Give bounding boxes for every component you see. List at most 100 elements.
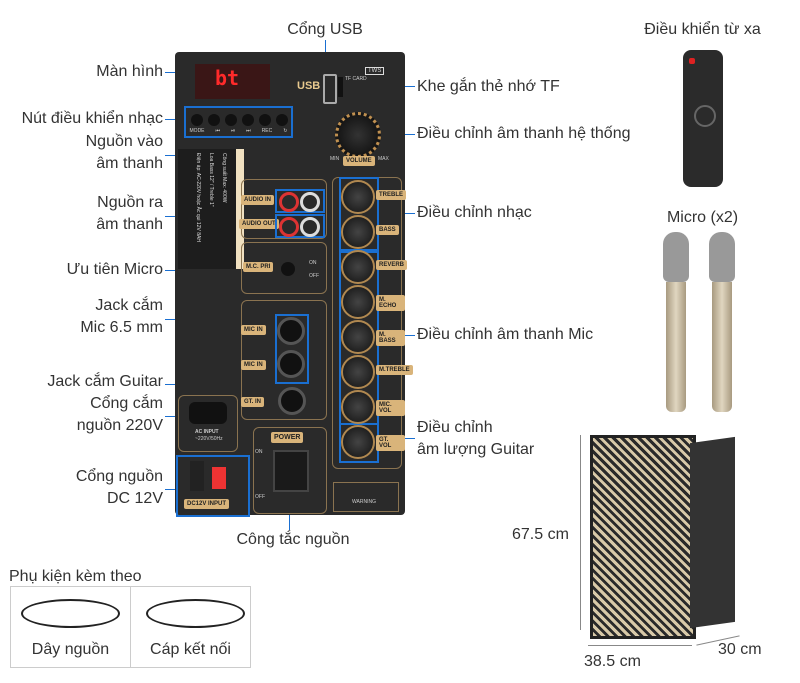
knob-label: BASS — [376, 225, 399, 235]
mic-in-label: MIC IN — [241, 360, 266, 370]
ac-socket[interactable] — [189, 402, 227, 424]
tf-card-slot[interactable] — [338, 77, 343, 97]
label-line: âm thanh — [96, 216, 163, 233]
rec-button[interactable] — [259, 114, 271, 126]
label-line: nguồn 220V — [76, 417, 163, 434]
label-line: Nguồn ra — [97, 194, 163, 211]
knob-reverb[interactable] — [341, 250, 375, 284]
audio-out-label: AUDIO OUT — [239, 219, 279, 229]
power-cord-image — [21, 599, 120, 628]
volume-knob[interactable] — [335, 112, 381, 158]
microphone-image — [660, 232, 692, 412]
button-labels: MODE⏮⏯⏭REC↻ — [184, 128, 293, 134]
remote-dpad — [694, 105, 716, 127]
audio-in-label: AUDIO IN — [241, 195, 274, 205]
mode-button[interactable] — [191, 114, 203, 126]
audio-out-white-jack[interactable] — [300, 217, 320, 237]
label-line: DC 12V — [106, 490, 163, 507]
button-label: ⏯ — [231, 128, 236, 134]
knob-label: M. BASS — [376, 330, 405, 346]
mic-in-label: MIC IN — [241, 325, 266, 335]
off-label: OFF — [255, 494, 265, 500]
mic-jack-2[interactable] — [277, 350, 305, 378]
power-switch[interactable] — [273, 450, 309, 492]
ac-input-label: AC INPUT — [195, 429, 219, 435]
dc-negative-terminal[interactable] — [190, 461, 204, 491]
dimension-line-height — [580, 435, 581, 630]
sticker-line: Điện áp: AC-220V hoặc Ắc qui 12V 8AH — [195, 153, 201, 242]
label-music-buttons: Nút điều khiển nhạc — [21, 110, 163, 127]
knob-mtreble[interactable] — [341, 355, 375, 389]
knob-mbass[interactable] — [341, 320, 375, 354]
dc-input-label: DC12V INPUT — [184, 499, 230, 509]
play-pause-button[interactable] — [225, 114, 237, 126]
label-line: Nguồn vào — [85, 133, 163, 150]
connection-cable-image — [146, 599, 245, 628]
speaker-image — [590, 435, 696, 639]
speaker-control-panel: bt USB TF CARD TWS MODE⏮⏯⏭REC↻ MIN MAX V… — [175, 52, 413, 517]
label-guitar-jack: Jack cắm Guitar — [47, 373, 163, 390]
label-system-volume: Điều chỉnh âm thanh hệ thống — [417, 125, 631, 142]
label-dc-input: Cổng nguồn DC 12V — [0, 466, 163, 510]
speaker-side — [690, 436, 735, 629]
warning-text: WARNING — [352, 499, 376, 505]
knob-label: TREBLE — [376, 190, 406, 200]
dc-positive-terminal[interactable] — [212, 467, 226, 489]
repeat-button[interactable] — [276, 114, 288, 126]
knob-label: GT. VOL — [376, 435, 405, 451]
next-button[interactable] — [242, 114, 254, 126]
button-label: REC — [261, 128, 273, 134]
knob-label: REVERB — [376, 260, 408, 270]
label-line: Cổng nguồn — [75, 468, 163, 485]
usb-label: USB — [297, 80, 321, 92]
label-mic-priority: Ưu tiên Micro — [66, 261, 163, 278]
label-depth: 30 cm — [718, 641, 762, 658]
button-label: ⏭ — [246, 128, 251, 134]
display-text: bt — [215, 66, 240, 90]
knob-gtvol[interactable] — [341, 425, 375, 459]
warning-label: WARNING — [333, 482, 399, 512]
tws-label: TWS — [365, 67, 385, 75]
label-audio-out: Nguồn ra âm thanh — [0, 192, 163, 236]
mic-jacks — [275, 314, 309, 384]
microphone-image — [706, 232, 738, 412]
volume-label: VOLUME — [343, 156, 375, 166]
dc-input: DC12V INPUT — [176, 455, 250, 517]
knob-mecho[interactable] — [341, 285, 375, 319]
accessories-box: Dây nguồn Cáp kết nối — [10, 586, 251, 668]
accessories-title: Phụ kiện kèm theo — [9, 568, 142, 585]
on-label: ON — [255, 449, 263, 455]
spec-sticker: LOA KARAOKE DI ĐỘNG Công suất Max: 400W … — [178, 149, 244, 269]
on-label: ON — [309, 260, 317, 266]
label-width: 38.5 cm — [584, 653, 641, 670]
remote-control-image — [683, 50, 723, 187]
label-tf-slot: Khe gắn thẻ nhớ TF — [417, 78, 560, 95]
usb-port[interactable] — [323, 74, 337, 104]
audio-in-red-jack[interactable] — [279, 192, 299, 212]
knob-micvol[interactable] — [341, 390, 375, 424]
callout-line — [165, 489, 177, 490]
mic-jack-1[interactable] — [277, 317, 305, 345]
led-display: bt — [195, 64, 270, 99]
power-label: POWER — [271, 432, 304, 443]
knob-treble[interactable] — [341, 180, 375, 214]
label-mic-adjust: Điều chỉnh âm thanh Mic — [417, 326, 594, 343]
button-label: MODE — [189, 128, 205, 134]
prev-button[interactable] — [208, 114, 220, 126]
mic-priority-switch[interactable] — [281, 262, 295, 276]
tf-card-label: TF CARD — [345, 76, 367, 82]
guitar-jack[interactable] — [278, 387, 306, 415]
callout-line — [165, 119, 183, 120]
label-micro: Micro (x2) — [666, 209, 739, 226]
label-remote: Điều khiển từ xa — [644, 21, 761, 38]
knob-bass[interactable] — [341, 215, 375, 249]
remote-power-button — [689, 58, 695, 64]
label-line: âm lượng Guitar — [417, 441, 535, 458]
audio-out-ports — [275, 214, 325, 238]
audio-in-white-jack[interactable] — [300, 192, 320, 212]
audio-out-red-jack[interactable] — [279, 217, 299, 237]
